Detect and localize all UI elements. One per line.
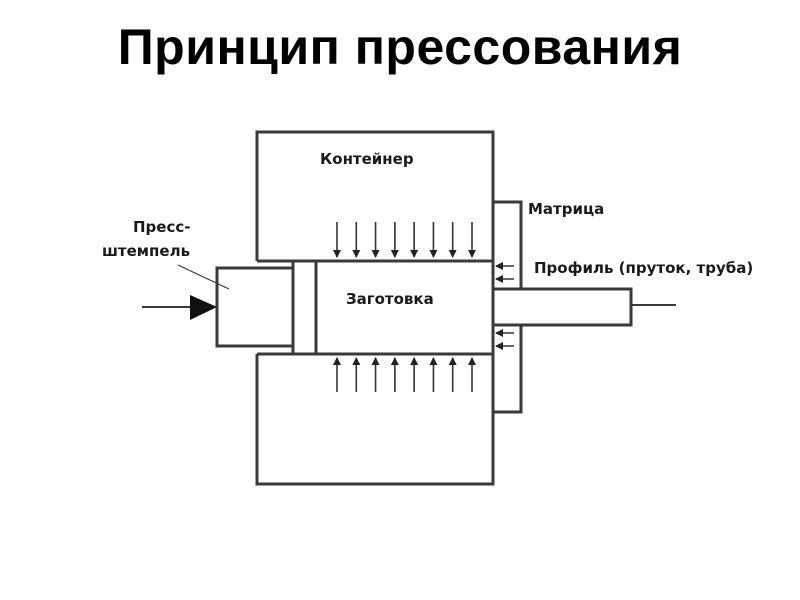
label-billet: Заготовка — [346, 290, 434, 308]
dummy-block — [291, 259, 318, 356]
label-container: Контейнер — [320, 150, 414, 168]
pressure-arrows-bottom — [333, 357, 476, 392]
punch-leader-line — [177, 264, 230, 290]
container-lower — [255, 354, 495, 486]
page-title: Принцип прессования — [117, 19, 683, 75]
die-lower — [493, 323, 523, 414]
label-punch-line1: Пресс- — [133, 218, 190, 236]
pressure-arrows-die — [495, 262, 514, 350]
punch — [215, 266, 295, 348]
label-profile: Профиль (пруток, труба) — [534, 259, 753, 277]
pressure-arrows-top — [333, 222, 476, 258]
label-die: Матрица — [528, 200, 604, 218]
die-upper — [493, 200, 523, 291]
label-punch-line2: штемпель — [102, 242, 190, 260]
ram-force-arrow-icon — [190, 295, 217, 320]
profile — [493, 287, 633, 327]
container-upper — [255, 130, 495, 261]
